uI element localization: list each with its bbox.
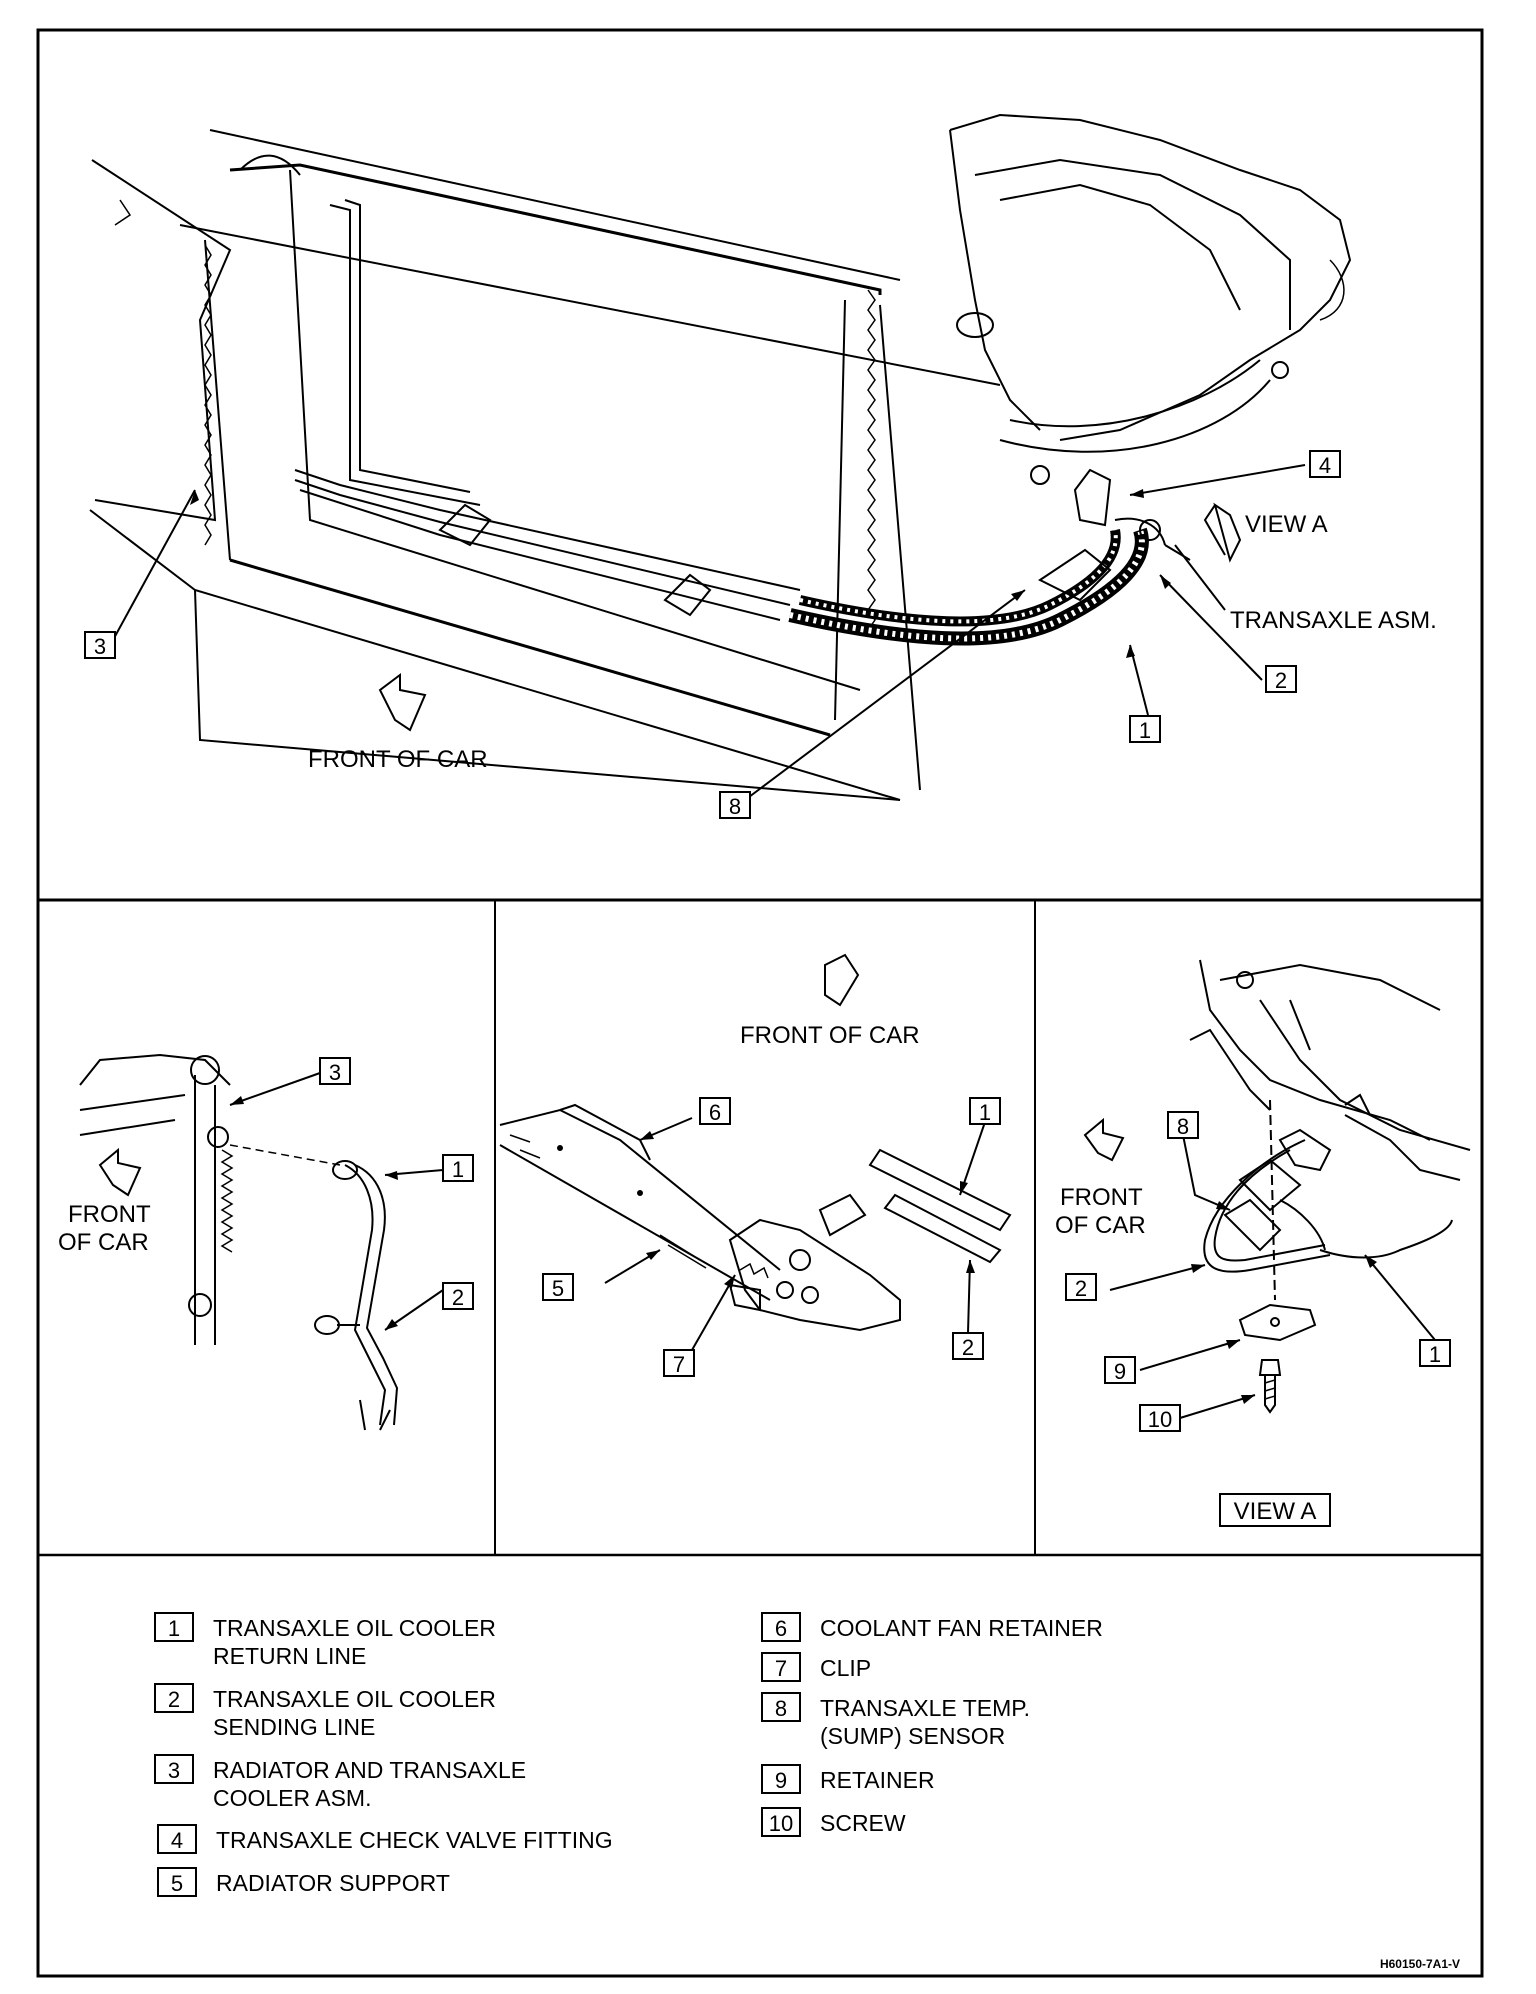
svg-text:1: 1 — [979, 1100, 991, 1125]
svg-text:8: 8 — [1177, 1114, 1189, 1139]
legend-item-6: 6 COOLANT FAN RETAINER — [761, 1612, 1103, 1642]
svg-text:5: 5 — [552, 1276, 564, 1301]
right-callout-2: 2 — [1065, 1273, 1097, 1301]
left-callout-2: 2 — [442, 1282, 474, 1310]
right-front-label-line1: FRONT — [1060, 1184, 1143, 1211]
right-front-label-line2: OF CAR — [1055, 1212, 1146, 1239]
main-callout-4: 4 — [1309, 450, 1341, 478]
svg-text:8: 8 — [775, 1696, 787, 1721]
legend-item-1: 1 TRANSAXLE OIL COOLER RETURN LINE — [154, 1612, 496, 1669]
svg-text:1: 1 — [1429, 1342, 1441, 1367]
main-callout-8: 8 — [719, 791, 751, 819]
main-view-a-label: VIEW A — [1245, 511, 1328, 538]
svg-text:3: 3 — [94, 634, 106, 659]
main-transaxle-label: TRANSAXLE ASM. — [1230, 607, 1437, 634]
legend-item-2: 2 TRANSAXLE OIL COOLER SENDING LINE — [154, 1683, 496, 1740]
main-front-of-car-label: FRONT OF CAR — [308, 746, 488, 773]
legend-item-3: 3 RADIATOR AND TRANSAXLE COOLER ASM. — [154, 1754, 526, 1811]
svg-text:3: 3 — [168, 1758, 180, 1783]
legend-item-8: 8 TRANSAXLE TEMP. (SUMP) SENSOR — [761, 1692, 1030, 1749]
svg-text:RADIATOR AND TRANSAXLE: RADIATOR AND TRANSAXLE — [213, 1757, 526, 1783]
center-callout-5: 5 — [542, 1273, 574, 1301]
svg-text:4: 4 — [171, 1828, 183, 1853]
legend-item-7: 7 CLIP — [761, 1652, 871, 1682]
center-front-of-car-label: FRONT OF CAR — [740, 1022, 920, 1049]
legend-item-4: 4 TRANSAXLE CHECK VALVE FITTING — [157, 1824, 613, 1854]
svg-text:9: 9 — [1114, 1359, 1126, 1384]
panel-left-drawing — [79, 1053, 444, 1431]
svg-text:4: 4 — [1319, 453, 1331, 478]
svg-text:3: 3 — [329, 1060, 341, 1085]
svg-text:2: 2 — [1275, 668, 1287, 693]
legend-item-10: 10 SCREW — [761, 1807, 906, 1837]
left-callout-3: 3 — [319, 1057, 351, 1085]
svg-text:TRANSAXLE CHECK VALVE FITTING: TRANSAXLE CHECK VALVE FITTING — [216, 1827, 613, 1853]
svg-text:COOLANT FAN RETAINER: COOLANT FAN RETAINER — [820, 1615, 1103, 1641]
right-callout-9: 9 — [1104, 1356, 1136, 1384]
svg-text:6: 6 — [709, 1100, 721, 1125]
svg-text:5: 5 — [171, 1871, 183, 1896]
legend-item-9: 9 RETAINER — [761, 1764, 935, 1794]
svg-text:1: 1 — [452, 1157, 464, 1182]
svg-text:TRANSAXLE OIL COOLER: TRANSAXLE OIL COOLER — [213, 1615, 496, 1641]
svg-text:VIEW A: VIEW A — [1234, 1498, 1317, 1525]
main-callout-2: 2 — [1265, 665, 1297, 693]
left-front-label-line2: OF CAR — [58, 1229, 149, 1256]
right-callout-8: 8 — [1167, 1111, 1199, 1139]
main-callout-3: 3 — [84, 631, 116, 659]
svg-text:2: 2 — [1075, 1276, 1087, 1301]
svg-text:7: 7 — [673, 1352, 685, 1377]
svg-text:2: 2 — [168, 1687, 180, 1712]
svg-text:1: 1 — [168, 1616, 180, 1641]
svg-text:RETURN LINE: RETURN LINE — [213, 1643, 366, 1669]
svg-text:CLIP: CLIP — [820, 1655, 871, 1681]
main-view — [89, 113, 1352, 801]
svg-text:1: 1 — [1139, 718, 1151, 743]
svg-text:SENDING LINE: SENDING LINE — [213, 1714, 375, 1740]
legend-item-5: 5 RADIATOR SUPPORT — [157, 1867, 450, 1897]
svg-text:10: 10 — [769, 1811, 793, 1836]
svg-text:7: 7 — [775, 1656, 787, 1681]
outer-border — [36, 28, 1484, 1978]
svg-text:COOLER ASM.: COOLER ASM. — [213, 1785, 371, 1811]
right-callout-1: 1 — [1419, 1339, 1451, 1367]
center-callout-6: 6 — [699, 1097, 731, 1125]
panel-right-drawing — [1083, 959, 1471, 1419]
svg-text:RETAINER: RETAINER — [820, 1767, 935, 1793]
center-callout-2: 2 — [952, 1332, 984, 1360]
center-callout-7: 7 — [663, 1349, 695, 1377]
svg-text:2: 2 — [452, 1285, 464, 1310]
figure-code: H60150-7A1-V — [1380, 1957, 1460, 1971]
svg-text:TRANSAXLE OIL COOLER: TRANSAXLE OIL COOLER — [213, 1686, 496, 1712]
left-front-label-line1: FRONT — [68, 1201, 151, 1228]
panel-center-drawing — [499, 953, 1012, 1351]
svg-text:8: 8 — [729, 794, 741, 819]
legend: 1 TRANSAXLE OIL COOLER RETURN LINE 2 TRA… — [154, 1612, 1103, 1897]
svg-text:RADIATOR SUPPORT: RADIATOR SUPPORT — [216, 1870, 450, 1896]
svg-text:6: 6 — [775, 1616, 787, 1641]
center-callout-1: 1 — [969, 1097, 1001, 1125]
svg-text:9: 9 — [775, 1768, 787, 1793]
main-callout-1: 1 — [1129, 715, 1161, 743]
svg-text:SCREW: SCREW — [820, 1810, 906, 1836]
svg-text:2: 2 — [962, 1335, 974, 1360]
view-a-title: VIEW A — [1219, 1493, 1331, 1527]
right-callout-10: 10 — [1139, 1404, 1181, 1432]
svg-text:(SUMP) SENSOR: (SUMP) SENSOR — [820, 1723, 1005, 1749]
left-callout-1: 1 — [442, 1154, 474, 1182]
svg-text:10: 10 — [1148, 1407, 1172, 1432]
svg-text:TRANSAXLE TEMP.: TRANSAXLE TEMP. — [820, 1695, 1030, 1721]
